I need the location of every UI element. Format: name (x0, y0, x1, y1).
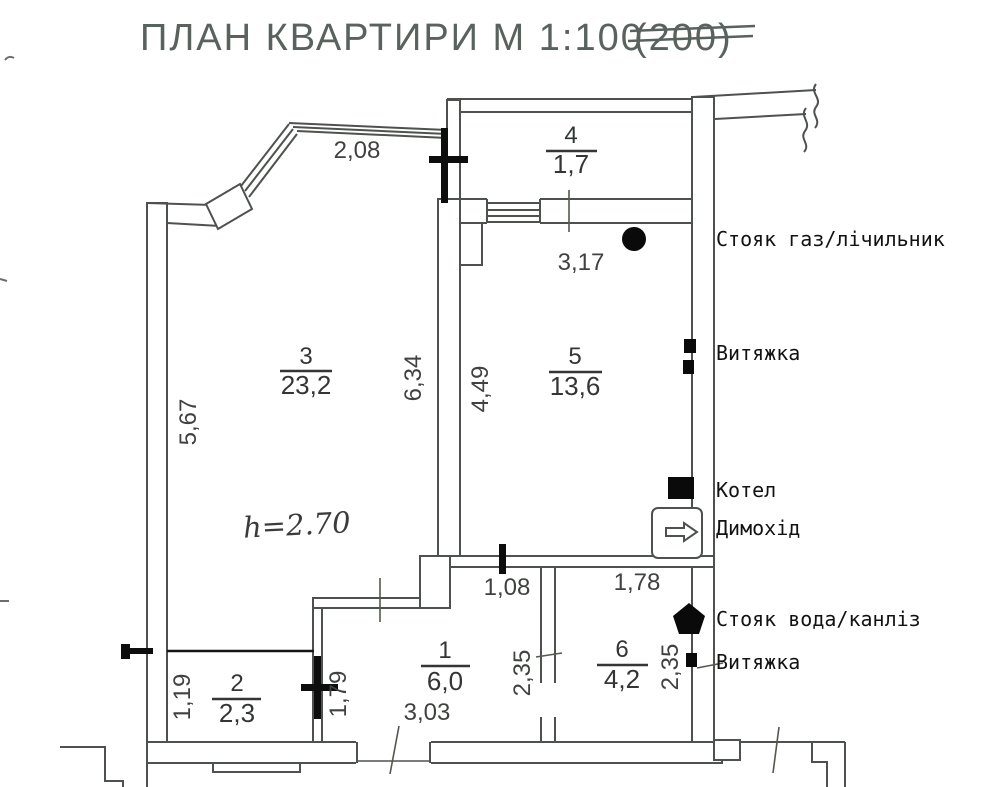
wall-room4-top (447, 98, 694, 113)
room4-area: 1,7 (553, 149, 589, 179)
hand-marks (121, 128, 506, 719)
annotation-water-riser: Стояк вода/канліз (716, 607, 921, 631)
annotation-gas-riser: Стояк газ/лічильник (716, 227, 945, 251)
wall-left (146, 202, 168, 749)
room6-number: 6 (615, 636, 628, 663)
dim-1-78: 1,78 (614, 569, 661, 596)
wall-room4-left (446, 99, 461, 200)
ceiling-height-note: h=2.70 (242, 505, 351, 545)
bay-pillar (204, 182, 254, 231)
room5-number: 5 (568, 343, 581, 370)
dim-1-79: 1,79 (325, 671, 352, 718)
water-sewer-riser-symbol (673, 603, 705, 634)
wall-mid-connector (419, 555, 451, 609)
dim-1-08: 1,08 (484, 574, 531, 601)
chimney-arrow-icon (665, 521, 699, 543)
stair-lobby-outline (60, 746, 124, 787)
dim-2-08: 2,08 (334, 137, 381, 164)
top-window-band (288, 122, 448, 139)
dim-1-19: 1,19 (169, 674, 196, 721)
scan-artifacts (0, 55, 15, 602)
wall-room4-room5 (447, 198, 693, 224)
wall-room1-room5 (449, 555, 715, 568)
room1-number: 1 (438, 637, 451, 664)
wall-mid (437, 198, 461, 557)
vent-symbol-2 (683, 360, 694, 374)
annotation-vent-1: Витяжка (716, 341, 800, 365)
wall-bottom-bump (212, 762, 301, 773)
gas-riser-symbol (622, 227, 646, 251)
room-labels: 3 23,2 4 1,7 5 13,6 1 6,0 2 2,3 6 4,2 (212, 122, 648, 728)
walls (60, 83, 846, 787)
dim-2-35-left: 2,35 (509, 650, 536, 697)
room6-area: 4,2 (604, 664, 640, 694)
room4-number: 4 (564, 122, 577, 149)
window-room4-room5 (486, 199, 541, 223)
wall-bottom-right (740, 741, 846, 787)
room5-area: 13,6 (550, 371, 601, 401)
room3-area: 23,2 (281, 370, 332, 400)
bay-window-diagonal (240, 123, 298, 198)
hand-cross-room2 (301, 656, 338, 719)
wall-right (691, 96, 715, 745)
dim-5-67: 5,67 (175, 399, 202, 446)
entry-door-mark (121, 644, 153, 659)
annotation-boiler: Котел (716, 478, 776, 502)
dimension-labels: 2,08 5,67 6,34 4,49 3,17 1,08 1,78 2,35 … (169, 137, 684, 726)
wall-break-symbol-outer (813, 83, 819, 129)
room2-area: 2,3 (219, 698, 255, 728)
dim-2-35-right: 2,35 (657, 644, 684, 691)
title-strikethrough (627, 24, 756, 43)
plan-title: ПЛАН КВАРТИРИ М 1:100 (200) (140, 17, 733, 59)
wall-room3-room1 (312, 597, 421, 609)
vent-symbol-1 (684, 339, 696, 353)
wall-bottom-right-foot (713, 739, 741, 761)
room2-number: 2 (230, 670, 243, 697)
annotation-chimney: Димохід (716, 516, 800, 540)
wall-top-right-stub (692, 83, 819, 153)
bottom-door-opening (356, 742, 431, 763)
room3-number: 3 (299, 343, 312, 370)
dim-6-34: 6,34 (400, 355, 427, 402)
plan-title-text: ПЛАН КВАРТИРИ М 1:100 (140, 17, 644, 59)
annotation-vent-2: Витяжка (716, 650, 800, 674)
annotations: Стояк газ/лічильник Витяжка Котел Димохі… (716, 227, 945, 674)
hand-cross-top (429, 128, 468, 203)
dim-4-49: 4,49 (467, 366, 494, 413)
wall-break-symbol-inner (802, 107, 809, 153)
equipment-symbols (622, 227, 705, 667)
dim-3-17: 3,17 (558, 249, 605, 276)
vent-symbol-3 (686, 653, 697, 667)
boiler-symbol (668, 477, 694, 499)
room1-area: 6,0 (427, 666, 463, 696)
dim-3-03: 3,03 (404, 699, 451, 726)
dimension-ticks (379, 190, 780, 775)
wall-bottom (146, 741, 723, 764)
hand-tick-room1-room5 (499, 544, 506, 574)
